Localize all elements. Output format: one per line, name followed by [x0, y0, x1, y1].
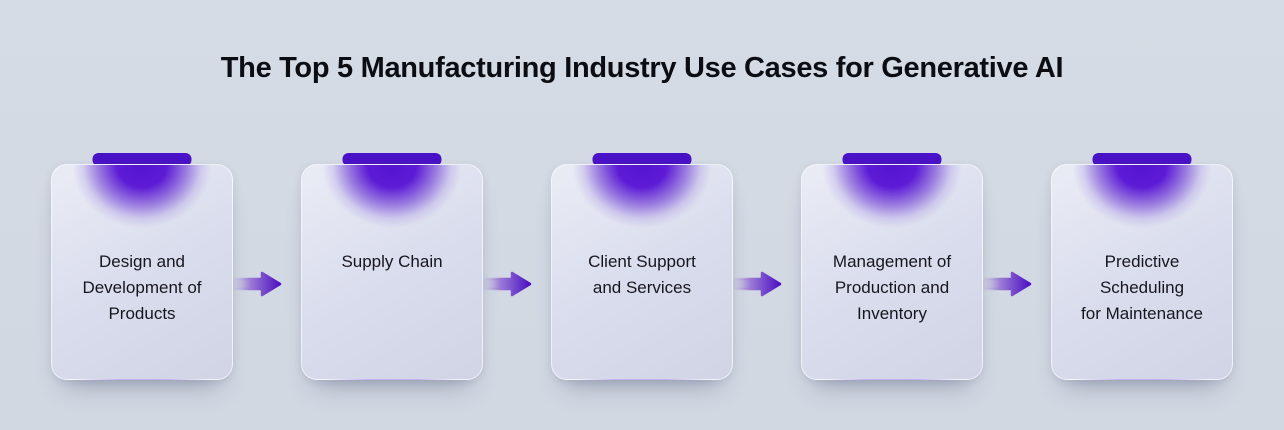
- step-label: Supply Chain: [341, 252, 443, 271]
- card-body: Client Support and Services: [551, 164, 733, 380]
- card-body: Management of Production and Inventory: [801, 164, 983, 380]
- step-card-3: Client Support and Services: [551, 153, 733, 380]
- card-accent-bar: [842, 153, 942, 166]
- arrow-right-icon: [983, 271, 1032, 297]
- step-card-4: Management of Production and Inventory: [801, 153, 983, 380]
- step-label: Design and Development of Products: [82, 252, 202, 323]
- step-label: Management of Production and Inventory: [832, 252, 952, 323]
- card-accent-bar: [92, 153, 192, 166]
- page-title: The Top 5 Manufacturing Industry Use Cas…: [220, 52, 1064, 84]
- card-accent-bar: [342, 153, 442, 166]
- card-accent-bar: [1092, 153, 1192, 166]
- arrow-right-icon: [483, 271, 532, 297]
- step-label: Client Support and Services: [588, 252, 696, 297]
- step-card-5: Predictive Scheduling for Maintenance: [1051, 153, 1233, 380]
- card-body: Supply Chain: [301, 164, 483, 380]
- card-accent-bar: [592, 153, 692, 166]
- card-body: Predictive Scheduling for Maintenance: [1051, 164, 1233, 380]
- step-card-1: Design and Development of Products: [51, 153, 233, 380]
- step-card-2: Supply Chain: [301, 153, 483, 380]
- arrow-right-icon: [233, 271, 282, 297]
- card-body: Design and Development of Products: [51, 164, 233, 380]
- step-label: Predictive Scheduling for Maintenance: [1081, 252, 1203, 323]
- arrow-right-icon: [733, 271, 782, 297]
